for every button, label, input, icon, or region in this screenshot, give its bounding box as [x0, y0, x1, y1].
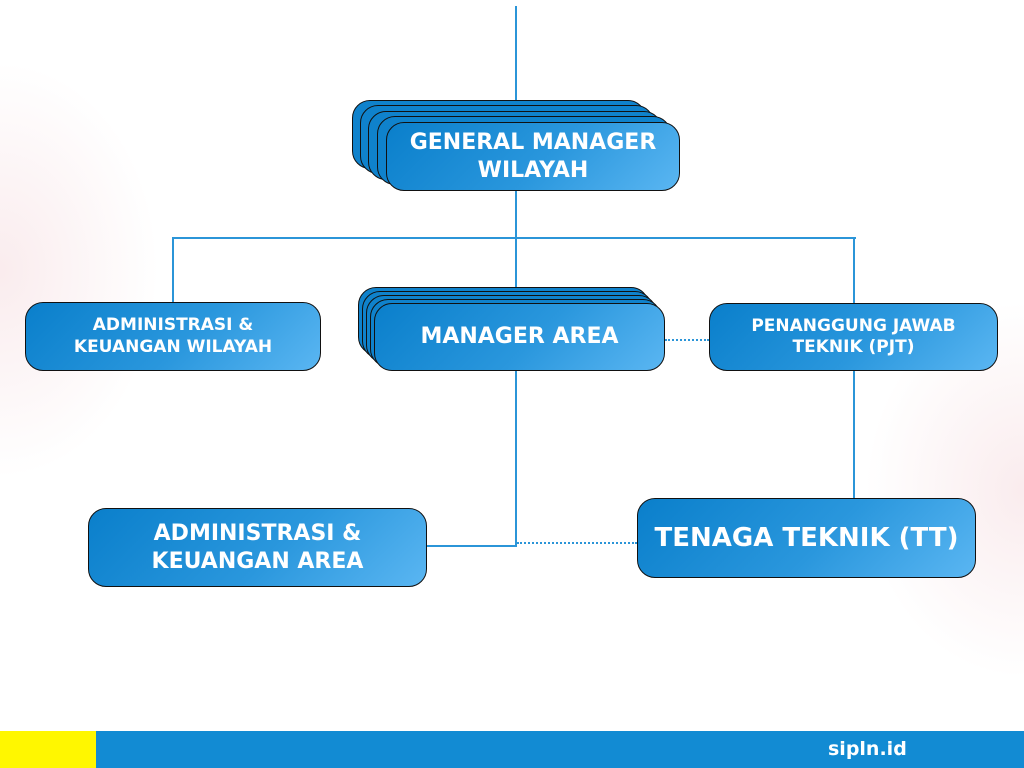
connector-admin-wilayah [172, 237, 174, 303]
node-admin-area: ADMINISTRASI & KEUANGAN AREA [88, 508, 427, 587]
connector-horizontal [172, 237, 856, 239]
node-manager-area: MANAGER AREA [374, 303, 665, 371]
node-label: TENAGA TEKNIK (TT) [654, 522, 959, 553]
dotted-connector-area-tt [517, 542, 637, 544]
connector-pjt [853, 237, 855, 304]
node-admin-wilayah: ADMINISTRASI & KEUANGAN WILAYAH [25, 302, 321, 371]
node-pjt: PENANGGUNG JAWAB TEKNIK (PJT) [709, 303, 998, 371]
node-general-manager: GENERAL MANAGER WILAYAH [386, 122, 680, 191]
node-label: ADMINISTRASI & KEUANGAN AREA [151, 521, 364, 574]
node-label: PENANGGUNG JAWAB TEKNIK (PJT) [751, 315, 956, 357]
background-blur [0, 60, 160, 480]
connector-admin-area [426, 545, 517, 547]
footer-brand: sipln.id [828, 738, 907, 760]
connector-top [515, 6, 517, 102]
node-label: GENERAL MANAGER WILAYAH [409, 130, 657, 183]
connector-pjt-tt [853, 370, 855, 499]
node-label: MANAGER AREA [420, 324, 619, 350]
node-tenaga-teknik: TENAGA TEKNIK (TT) [637, 498, 976, 578]
footer-bar [96, 731, 1024, 768]
dotted-connector-ma-pjt [665, 339, 709, 341]
footer-accent [0, 731, 96, 768]
node-label: ADMINISTRASI & KEUANGAN WILAYAH [73, 315, 273, 357]
connector-ma-down [515, 370, 517, 547]
connector-gm-down [515, 190, 517, 288]
